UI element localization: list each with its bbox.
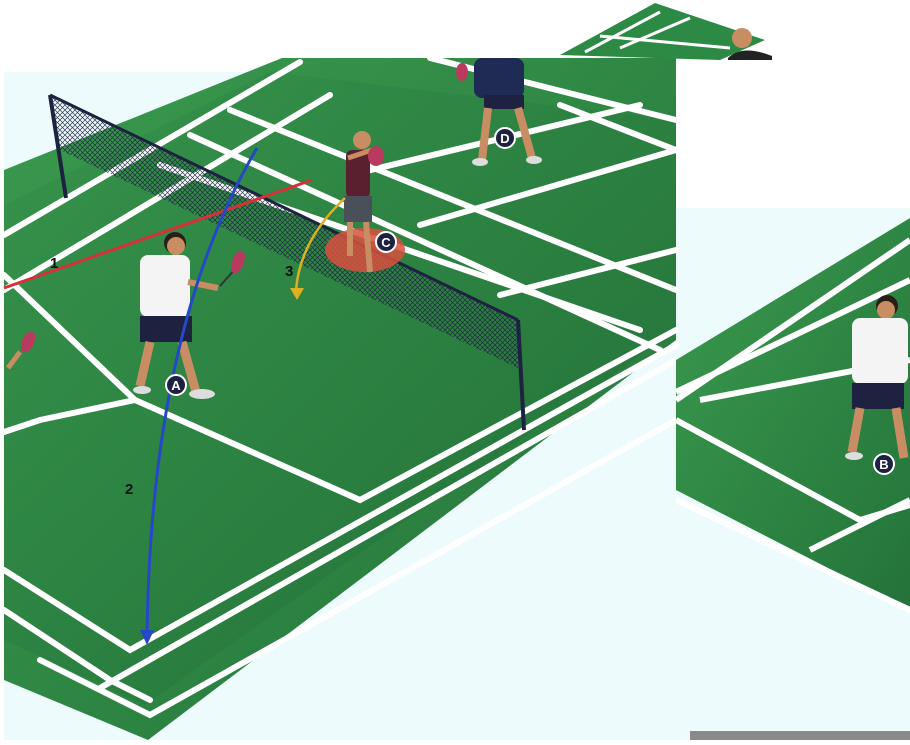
- player-marker-D: D: [495, 128, 515, 148]
- background-player-head: [732, 28, 752, 48]
- player-marker-D-label: D: [500, 131, 509, 146]
- shot-label-2: 2: [125, 481, 133, 498]
- bottom-strip: [690, 731, 910, 740]
- player-marker-A: A: [166, 375, 186, 395]
- racket-icon: [368, 146, 384, 166]
- player-marker-C: C: [376, 232, 396, 252]
- player-marker-A-label: A: [171, 378, 181, 393]
- shot-label-1: 1: [50, 255, 58, 272]
- player-marker-B-label: B: [879, 457, 888, 472]
- player-marker-C-label: C: [381, 235, 391, 250]
- shot-label-3: 3: [285, 263, 293, 280]
- racket-icon: [456, 63, 468, 81]
- player-marker-B: B: [874, 454, 894, 474]
